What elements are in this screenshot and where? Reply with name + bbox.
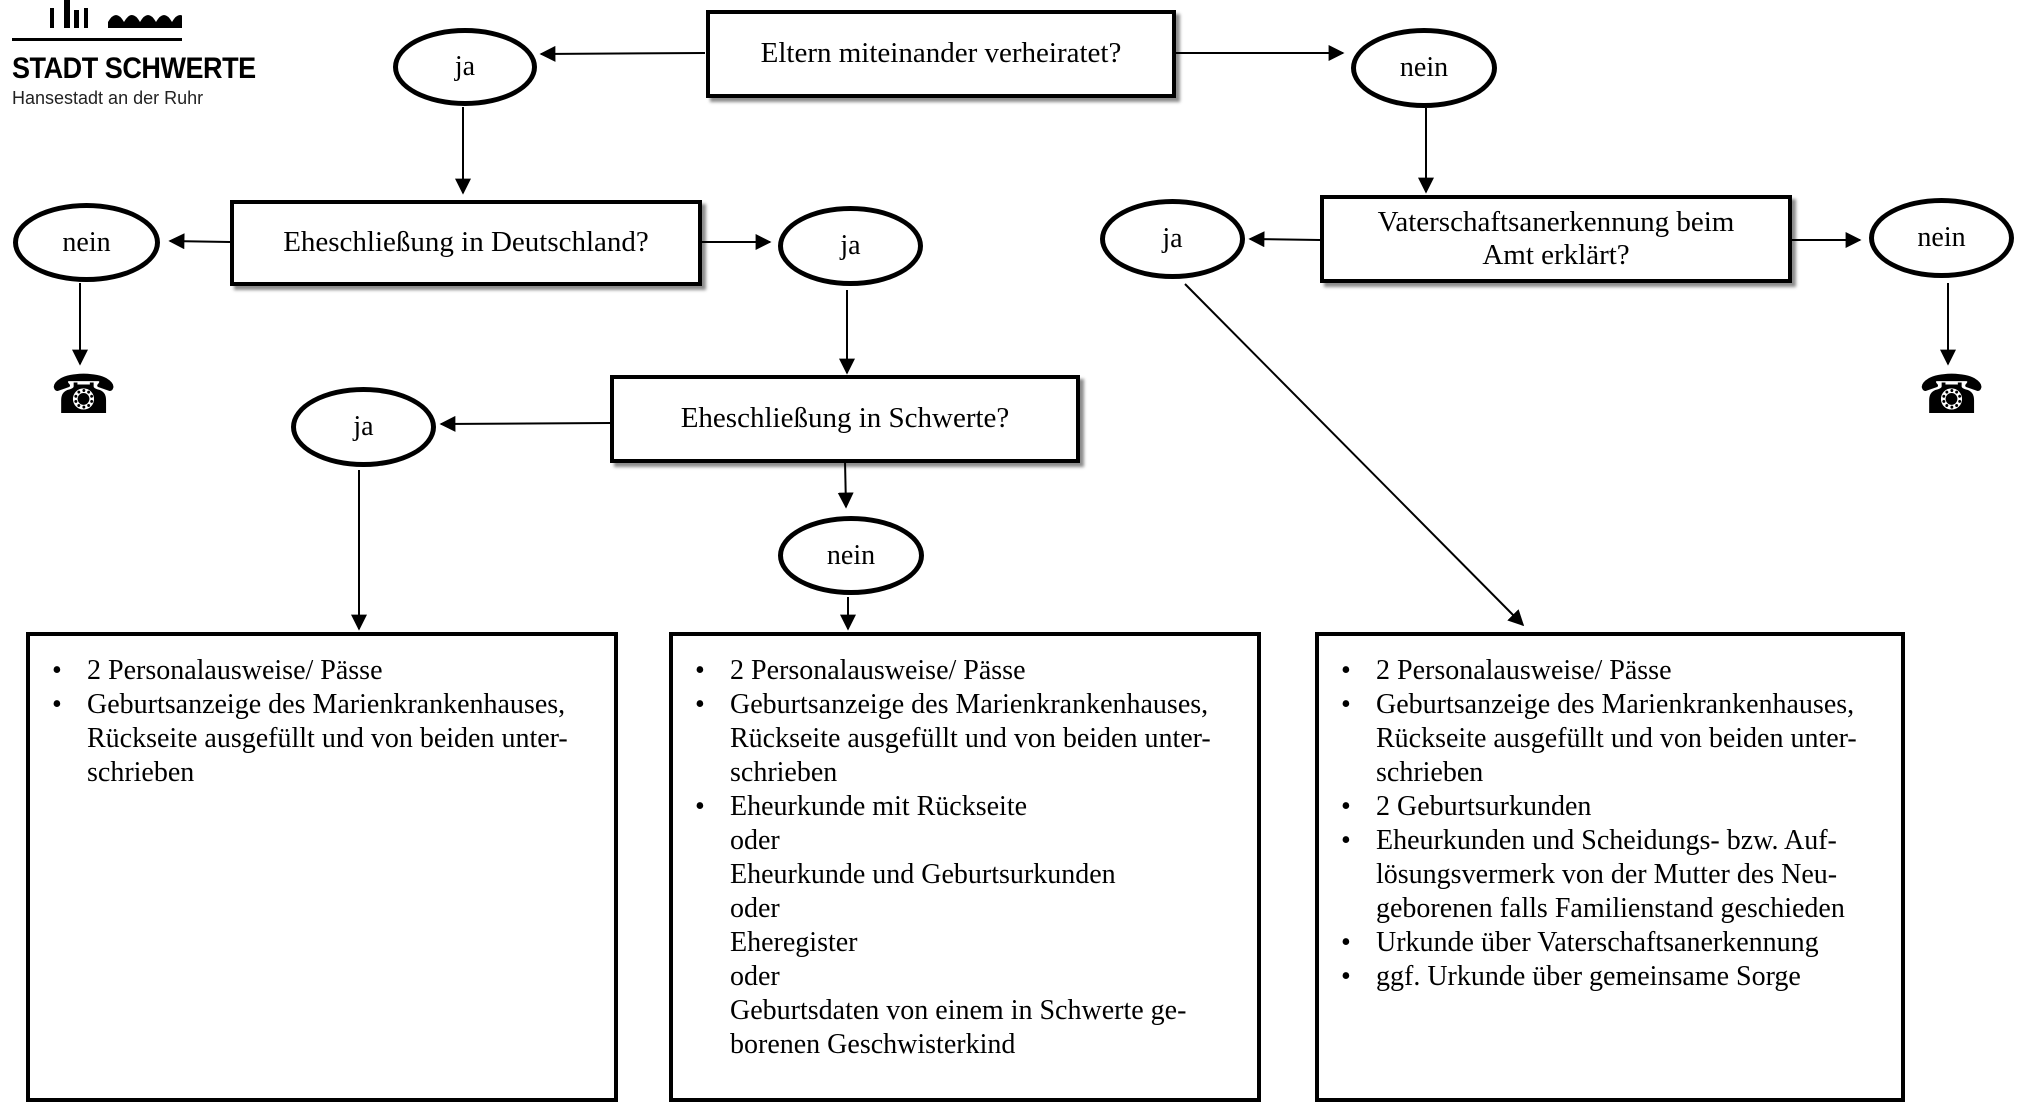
question-parents-married: Eltern miteinander verheiratet? — [706, 10, 1176, 98]
document-list-item: Geburtsanzeige des Marienkrankenhauses,R… — [50, 688, 594, 790]
document-list-item: 2 Personalausweise/ Pässe — [1339, 654, 1881, 688]
answer-germany-no: nein — [13, 203, 160, 282]
document-list-item: Geburtsanzeige des Marienkrankenhauses,R… — [1339, 688, 1881, 790]
document-item-line: 2 Geburtsurkunden — [1376, 791, 1592, 822]
document-item-line: 2 Personalausweise/ Pässe — [1376, 655, 1672, 686]
telephone-icon: ☎ — [50, 363, 118, 426]
document-item-line: Geburtsanzeige des Marienkrankenhauses, — [87, 689, 566, 720]
answer-married-yes: ja — [393, 28, 537, 106]
arrow-paternity-yes-to-box-right — [1184, 283, 1525, 627]
document-item-line: 2 Personalausweise/ Pässe — [730, 655, 1026, 686]
city-skyline-icon — [12, 0, 182, 41]
question-paternity-acknowledged: Vaterschaftsanerkennung beim Amt erklärt… — [1320, 195, 1792, 283]
document-item-line: lösungsvermerk von der Mutter des Neu- — [1376, 859, 1838, 890]
document-item-line: schrieben — [87, 757, 195, 788]
question-paternity-line2: Amt erklärt? — [1482, 239, 1630, 271]
question-marriage-germany: Eheschließung in Deutschland? — [230, 200, 702, 286]
answer-married-no: nein — [1351, 28, 1497, 108]
document-item-line: ggf. Urkunde über gemeinsame Sorge — [1376, 961, 1801, 992]
answer-germany-yes: ja — [778, 206, 923, 286]
logo-subtitle: Hansestadt an der Ruhr — [12, 88, 204, 108]
arrow-germany-to-no — [168, 233, 231, 250]
logo-city-name: STADT SCHWERTE — [12, 52, 256, 85]
arrow-paternity-to-yes — [1248, 231, 1321, 248]
answer-paternity-no: nein — [1869, 198, 2014, 278]
document-item-line: geborenen falls Familienstand geschieden — [1376, 893, 1845, 924]
document-list-item: 2 Personalausweise/ Pässe — [50, 654, 594, 688]
document-list-item: Eheurkunden und Scheidungs- bzw. Auf-lös… — [1339, 824, 1881, 926]
documents-box-middle: 2 Personalausweise/ PässeGeburtsanzeige … — [669, 632, 1261, 1102]
document-item-line: Urkunde über Vaterschaftsanerkennung — [1376, 927, 1819, 958]
document-item-line: Geburtsanzeige des Marienkrankenhauses, — [730, 689, 1209, 720]
question-paternity-line1: Vaterschaftsanerkennung beim — [1377, 205, 1735, 238]
document-item-line: Eheurkunde und Geburtsurkunden — [730, 859, 1116, 890]
document-item-line: Eheurkunde mit Rückseite — [730, 791, 1028, 822]
answer-schwerte-no: nein — [778, 516, 924, 595]
arrow-schwerte-to-no — [837, 460, 854, 509]
document-item-line: schrieben — [1376, 757, 1484, 788]
document-item-line: Rückseite ausgefüllt und von beiden unte… — [1376, 723, 1857, 754]
document-list-item: 2 Personalausweise/ Pässe — [693, 654, 1237, 688]
document-item-line: oder — [730, 825, 780, 856]
document-item-line: schrieben — [730, 757, 838, 788]
document-list-item: 2 Geburtsurkunden — [1339, 790, 1881, 824]
question-marriage-schwerte: Eheschließung in Schwerte? — [610, 375, 1080, 463]
document-item-line: borenen Geschwisterkind — [730, 1029, 1016, 1060]
document-item-line: Eheurkunden und Scheidungs- bzw. Auf- — [1376, 825, 1837, 856]
document-item-line: Geburtsanzeige des Marienkrankenhauses, — [1376, 689, 1855, 720]
city-logo: STADT SCHWERTE Hansestadt an der Ruhr — [12, 0, 256, 110]
document-item-line: Eheregister — [730, 927, 858, 958]
document-item-line: Rückseite ausgefüllt und von beiden unte… — [730, 723, 1211, 754]
answer-schwerte-yes: ja — [291, 387, 436, 467]
document-item-line: Rückseite ausgefüllt und von beiden unte… — [87, 723, 568, 754]
document-list-item: Urkunde über Vaterschaftsanerkennung — [1339, 926, 1881, 960]
document-item-line: oder — [730, 961, 780, 992]
document-item-line: Geburtsdaten von einem in Schwerte ge- — [730, 995, 1187, 1026]
document-list-item: ggf. Urkunde über gemeinsame Sorge — [1339, 960, 1881, 994]
document-item-line: 2 Personalausweise/ Pässe — [87, 655, 383, 686]
document-item-line: oder — [730, 893, 780, 924]
documents-box-left: 2 Personalausweise/ PässeGeburtsanzeige … — [26, 632, 618, 1102]
answer-paternity-yes: ja — [1100, 199, 1245, 279]
document-list-item: Geburtsanzeige des Marienkrankenhauses,R… — [693, 688, 1237, 790]
telephone-icon: ☎ — [1918, 363, 1986, 426]
arrow-married-to-yes — [539, 45, 706, 62]
arrow-schwerte-to-yes — [439, 415, 611, 432]
documents-box-right: 2 Personalausweise/ PässeGeburtsanzeige … — [1315, 632, 1905, 1102]
